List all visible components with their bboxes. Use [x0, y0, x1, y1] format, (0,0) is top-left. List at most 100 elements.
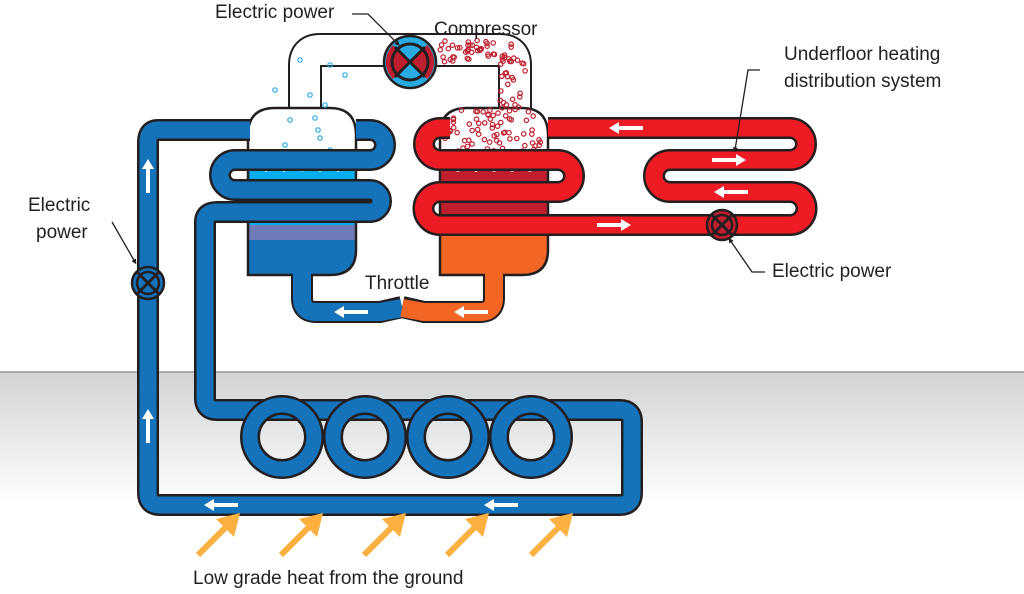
vapor-bubble — [487, 107, 493, 114]
vapor-bubble — [490, 40, 497, 46]
vapor-bubble — [438, 42, 445, 48]
vapor-bubble — [508, 58, 515, 65]
vapor-bubble — [501, 52, 508, 58]
vapor-bubble — [503, 102, 510, 108]
vapor-bubble — [501, 129, 508, 136]
underfloor-label-2: distribution system — [784, 71, 942, 92]
heat-arrow-head — [465, 513, 489, 537]
vapor-bubble — [536, 137, 542, 143]
vapor-bubble — [509, 74, 516, 81]
vapor-bubble — [522, 68, 528, 74]
vapor-bubble — [497, 88, 504, 94]
flow-arrow-icon — [142, 409, 154, 443]
flow-arrow-icon — [712, 154, 746, 166]
heat-arrow-head — [216, 513, 240, 537]
ground-heat-label: Low grade heat from the ground — [193, 568, 464, 589]
vapor-bubble — [458, 107, 465, 114]
vapor-bubble — [312, 115, 318, 121]
vapor-bubble — [507, 136, 513, 142]
flow-arrows — [142, 122, 748, 511]
vapor-bubble — [513, 135, 520, 142]
vapor-bubble — [497, 119, 504, 126]
vapor-bubble — [497, 97, 504, 104]
vapor-bubble — [317, 135, 323, 141]
electric-power-label-left-1: Electric — [28, 195, 91, 216]
vapor-bubble — [315, 127, 321, 133]
vapor-bubble — [473, 116, 480, 123]
vapor-bubble — [475, 120, 482, 127]
vapor-bubble — [529, 127, 535, 133]
vapor-bubble — [512, 106, 518, 113]
vapor-bubble — [327, 62, 333, 68]
vapor-bubble — [508, 41, 515, 48]
vapor-bubble — [490, 51, 497, 57]
vapor-bubble — [307, 92, 313, 98]
vapor-bubble — [508, 117, 515, 123]
vapor-bubble — [466, 121, 473, 127]
vapor-bubble — [442, 38, 448, 44]
vapor-bubble — [491, 133, 498, 139]
vapor-bubble — [493, 137, 500, 144]
leader-lines — [111, 13, 765, 273]
vapor-bubble — [520, 131, 527, 137]
vapor-bubble — [342, 72, 348, 78]
vapor-bubble — [441, 58, 448, 65]
flow-arrow-icon — [714, 186, 748, 198]
ground-coil-fill — [491, 397, 571, 477]
ground-coil-fill — [325, 397, 405, 477]
compressor-icon — [382, 34, 438, 90]
vapor-bubble — [474, 37, 480, 44]
heat-arrow-icon — [361, 522, 397, 558]
vapor-bubble — [297, 57, 303, 63]
flow-arrow-icon — [142, 159, 154, 193]
vapor-bubble — [504, 81, 511, 88]
vapor-bubble — [449, 58, 456, 64]
vapor-bubble — [525, 108, 532, 115]
underfloor-label-1: Underfloor heating — [784, 44, 941, 65]
vapor-bubble — [474, 126, 481, 133]
vapor-bubble — [465, 137, 472, 144]
vapor-bubble — [494, 123, 501, 130]
vapor-bubble — [498, 73, 505, 80]
flow-arrow-icon — [609, 122, 643, 134]
electric-power-label-right: Electric power — [772, 261, 892, 282]
vapor-bubble — [506, 108, 513, 114]
ground-coil-fill — [408, 397, 488, 477]
ground-coil-fill — [242, 397, 322, 477]
heat-arrow-icon — [278, 522, 314, 558]
vapor-bubble — [477, 47, 483, 54]
flow-arrow-icon — [204, 499, 238, 511]
vapor-bubble — [272, 87, 278, 93]
pump-icon — [705, 208, 739, 242]
vapor-bubble — [464, 143, 471, 150]
vapor-bubble — [322, 102, 328, 108]
vapor-bubble — [508, 44, 515, 50]
vapor-bubble — [516, 94, 523, 100]
vapor-bubble — [465, 46, 472, 53]
vapor-bubble — [480, 109, 487, 115]
vapor-bubble — [481, 120, 488, 126]
vapor-bubble — [454, 45, 461, 51]
pump-icon — [130, 265, 166, 301]
vapor-bubble — [454, 129, 460, 136]
vapor-bubble — [465, 39, 472, 45]
heat-arrow-icon — [195, 522, 231, 558]
vapor-bubble — [469, 141, 475, 147]
vapor-bubble — [437, 46, 444, 53]
vapor-bubble — [489, 125, 496, 131]
vapor-bubble — [484, 43, 490, 50]
vapor-bubble — [457, 44, 463, 51]
vapor-bubble — [490, 112, 497, 119]
vapor-bubble — [502, 70, 509, 77]
vapor-bubble — [481, 136, 488, 143]
throttle-label: Throttle — [365, 273, 430, 294]
vapor-bubble — [469, 127, 475, 134]
vapor-bubble — [536, 142, 543, 149]
vapor-bubble — [517, 90, 523, 97]
vapor-bubble — [287, 117, 293, 123]
vapor-bubble — [449, 42, 456, 49]
flow-arrow-icon — [484, 499, 518, 511]
compressor-label: Compressor — [434, 19, 538, 40]
vapor-bubble — [486, 139, 493, 145]
heat-arrow-head — [549, 513, 573, 537]
